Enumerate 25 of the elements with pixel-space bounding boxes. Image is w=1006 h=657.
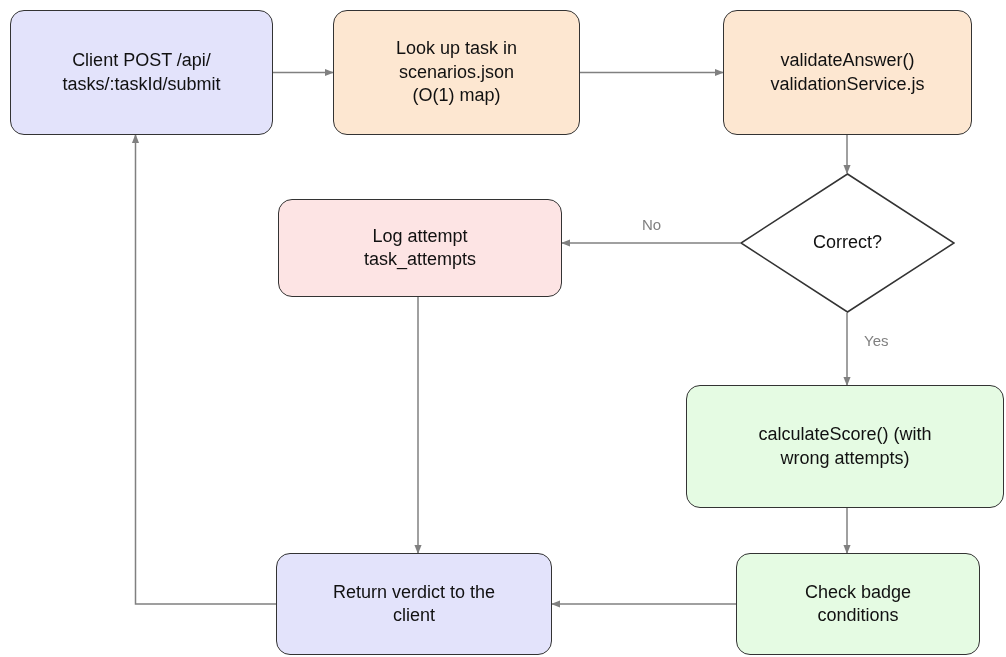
node-text: Look up task in scenarios.json (O(1) map) — [394, 37, 519, 108]
node-text: Client POST /api/ tasks/:taskId/submit — [61, 49, 222, 96]
node-text: Check badge conditions — [803, 580, 913, 627]
process-box — [278, 199, 562, 297]
process-box — [723, 10, 972, 135]
process-box — [686, 385, 1004, 508]
arrow — [414, 296, 422, 554]
arrow — [843, 507, 851, 554]
decision-diamond — [740, 173, 955, 313]
io-box — [10, 10, 273, 135]
node-text: Correct? — [812, 231, 883, 255]
arrow — [579, 68, 724, 77]
arrow — [843, 134, 851, 174]
process-box — [333, 10, 580, 135]
node-text: Return verdict to the client — [331, 580, 497, 627]
node-text: Log attempt task_attempts — [362, 224, 478, 272]
arrow — [131, 134, 277, 605]
process-box — [736, 553, 980, 655]
io-box — [276, 553, 552, 655]
node-text: validateAnswer() validationService.js — [769, 49, 926, 96]
node-text: calculateScore() (with wrong attempts) — [757, 423, 933, 470]
arrow — [843, 312, 851, 386]
arrow — [272, 68, 334, 77]
arrow — [561, 239, 741, 247]
arrow — [551, 600, 737, 608]
